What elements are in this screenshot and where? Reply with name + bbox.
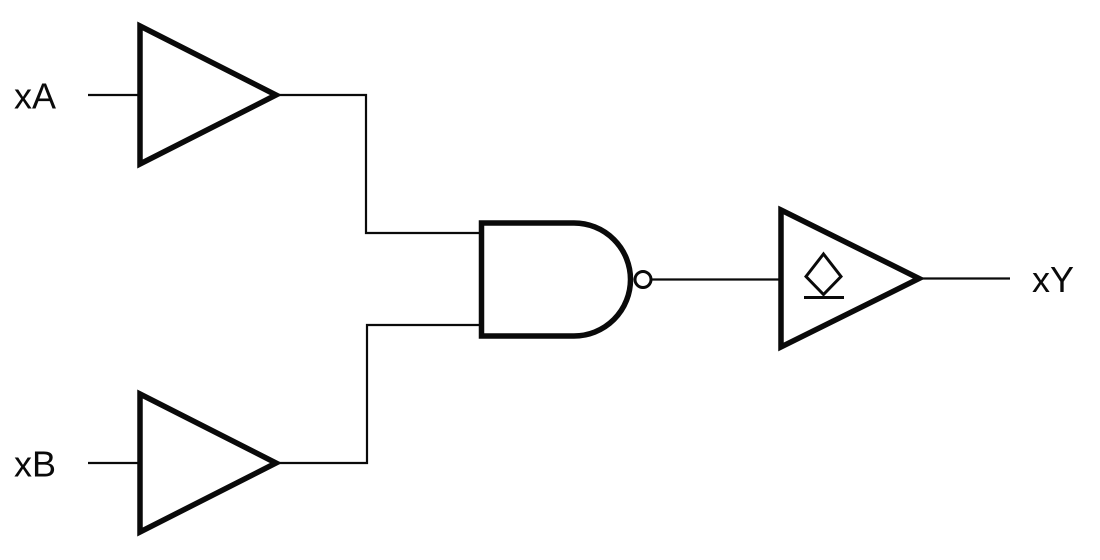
buffer-b-gate-icon	[137, 389, 283, 537]
open-drain-icon	[804, 251, 844, 299]
output-label: xY	[1032, 259, 1074, 300]
buffer-a-to-nand-wire	[274, 93, 482, 235]
buffer-b-to-nand-wire	[274, 323, 482, 465]
nand-inversion-bubble-icon	[633, 270, 653, 289]
nand-gate-icon	[478, 220, 634, 339]
output-buffer-gate-icon	[778, 205, 926, 352]
input-a-label: xA	[14, 76, 56, 117]
input-b-label: xB	[14, 444, 56, 485]
buffer-a-gate-icon	[137, 21, 283, 169]
open-drain-diamond-icon	[804, 251, 843, 297]
